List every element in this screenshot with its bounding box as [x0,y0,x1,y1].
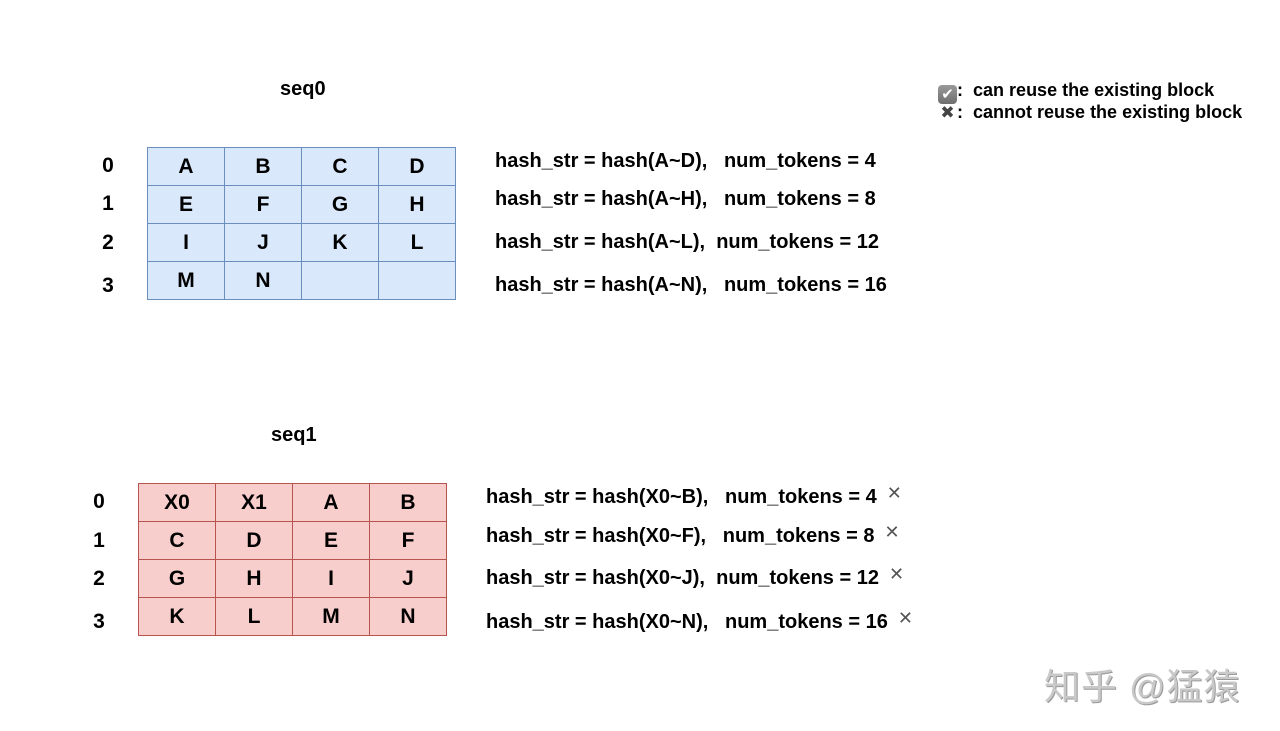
token-cell: E [292,521,370,560]
seq0-hash-line: hash_str = hash(A~D), num_tokens = 4 [495,150,876,173]
token-cell: A [147,147,225,186]
seq1-row-index: 0 [93,490,105,513]
token-cell: C [301,147,379,186]
seq0-row-index: 3 [102,274,114,297]
hash-expr: hash_str = hash(X0~J), [486,567,705,589]
x-mark-icon: ✕ [888,564,905,584]
hash-expr: hash_str = hash(A~D), [495,150,708,172]
legend-no-reuse: ✖: cannot reuse the existing block [928,81,1242,123]
token-cell: D [378,147,456,186]
table-row: I J K L [147,223,456,262]
x-mark-icon: ✕ [884,522,900,542]
token-cell: K [301,223,379,262]
hash-expr: hash_str = hash(X0~B), [486,486,709,508]
token-cell: N [369,597,447,636]
seq1-title: seq1 [271,424,317,446]
seq0-hash-line: hash_str = hash(A~H), num_tokens = 8 [495,188,876,211]
seq1-row-index: 3 [93,610,105,633]
token-cell: E [147,185,225,224]
token-cell [378,261,456,300]
legend-reuse: ✔: can reuse the existing block [928,59,1214,104]
token-cell: D [215,521,293,560]
token-cell: L [378,223,456,262]
token-cell: F [224,185,302,224]
legend-separator: : [957,102,964,122]
seq0-block-table: A B C D E F G H I J K L M N [147,147,456,300]
table-row: X0 X1 A B [138,483,447,522]
token-cell: X0 [138,483,216,522]
table-row: M N [147,261,456,300]
num-tokens: num_tokens = 12 [716,567,879,589]
seq1-hash-line: hash_str = hash(X0~J), num_tokens = 12 ✕ [486,564,905,590]
seq0-title: seq0 [280,78,326,100]
num-tokens: num_tokens = 16 [724,611,888,633]
num-tokens: num_tokens = 4 [724,486,877,508]
token-cell: L [215,597,293,636]
token-cell: H [215,559,293,598]
seq0-row-index: 0 [102,154,114,177]
token-cell: N [224,261,302,300]
hash-expr: hash_str = hash(A~N), [495,274,708,296]
token-cell [301,261,379,300]
token-cell: K [138,597,216,636]
x-mark-icon: ✕ [897,608,913,628]
seq1-row-index: 1 [93,529,105,552]
seq0-row-index: 2 [102,231,114,254]
token-cell: H [378,185,456,224]
token-cell: F [369,521,447,560]
num-tokens: num_tokens = 12 [716,231,880,253]
token-cell: G [301,185,379,224]
seq1-hash-line: hash_str = hash(X0~B), num_tokens = 4 ✕ [486,483,902,509]
legend-no-reuse-label: cannot reuse the existing block [973,102,1243,122]
num-tokens: num_tokens = 8 [722,525,875,547]
num-tokens: num_tokens = 4 [723,150,876,172]
legend-separator: : [957,80,964,100]
token-cell: I [292,559,370,598]
hash-expr: hash_str = hash(X0~F), [486,525,707,547]
legend-reuse-label: can reuse the existing block [973,80,1215,100]
token-cell: B [224,147,302,186]
table-row: G H I J [138,559,447,598]
seq1-row-index: 2 [93,567,105,590]
checkbox-checked-icon: ✔ [938,85,958,104]
token-cell: B [369,483,447,522]
table-row: K L M N [138,597,447,636]
table-row: E F G H [147,185,456,224]
seq0-hash-line: hash_str = hash(A~L), num_tokens = 12 [495,231,879,254]
hash-expr: hash_str = hash(A~H), [495,188,708,210]
table-row: C D E F [138,521,447,560]
seq1-block-table: X0 X1 A B C D E F G H I J K L M N [138,483,447,636]
seq1-hash-line: hash_str = hash(X0~N), num_tokens = 16 ✕ [486,608,913,634]
watermark: 知乎 @猛猿 [1044,666,1241,707]
token-cell: I [147,223,225,262]
token-cell: A [292,483,370,522]
token-cell: C [138,521,216,560]
num-tokens: num_tokens = 8 [723,188,876,210]
seq0-row-index: 1 [102,192,114,215]
seq1-hash-line: hash_str = hash(X0~F), num_tokens = 8 ✕ [486,522,900,548]
token-cell: X1 [215,483,293,522]
x-mark-icon: ✖ [940,103,955,122]
hash-expr: hash_str = hash(X0~N), [486,611,709,633]
token-cell: M [147,261,225,300]
table-row: A B C D [147,147,456,186]
hash-expr: hash_str = hash(A~L), [495,231,706,253]
token-cell: G [138,559,216,598]
token-cell: J [369,559,447,598]
num-tokens: num_tokens = 16 [723,274,887,296]
token-cell: J [224,223,302,262]
token-cell: M [292,597,370,636]
x-mark-icon: ✕ [886,483,902,503]
seq0-hash-line: hash_str = hash(A~N), num_tokens = 16 [495,274,887,297]
